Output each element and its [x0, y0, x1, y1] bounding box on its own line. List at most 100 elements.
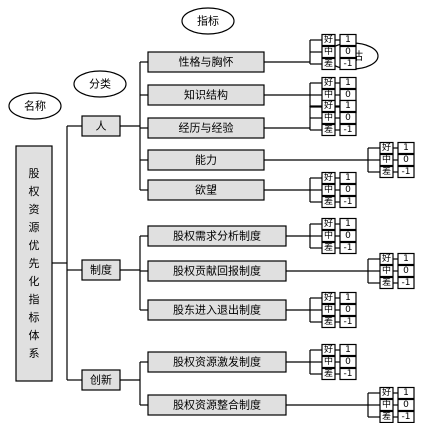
grade-label: 好	[324, 291, 333, 303]
score-label: 0	[345, 305, 351, 315]
score-label: 0	[345, 231, 351, 241]
grade-box	[321, 343, 336, 357]
grade-label: 好	[324, 343, 333, 355]
score-box	[339, 33, 357, 47]
score-box	[339, 291, 357, 305]
grade-box	[379, 141, 394, 155]
grade-label: 中	[382, 264, 391, 276]
grade-box	[379, 264, 394, 278]
grade-box	[379, 165, 394, 179]
score-label: -1	[344, 125, 353, 135]
score-box	[339, 217, 357, 231]
grade-box	[321, 33, 336, 47]
root-char: 先	[29, 257, 40, 270]
score-label: 1	[345, 345, 351, 355]
label-name-ellipse	[8, 92, 62, 120]
score-box	[397, 386, 415, 400]
grade-label: 差	[324, 123, 333, 135]
diagram-nodes: 名称分类指标评估股权资源优先化指标体系人性格与胸怀好1中0差-1知识结构好1中0…	[8, 7, 415, 423]
root-char: 标	[29, 310, 40, 324]
connector-lines	[52, 39, 398, 418]
score-label: 1	[403, 388, 409, 398]
score-box	[339, 195, 357, 209]
grade-box	[379, 252, 394, 266]
score-box	[339, 171, 357, 185]
score-label: 0	[403, 266, 409, 276]
indicator-box	[147, 179, 265, 201]
score-label: 1	[403, 143, 409, 153]
indicator-label: 知识结构	[184, 88, 228, 102]
score-label: 0	[403, 155, 409, 165]
grade-box	[321, 183, 336, 197]
score-label: 0	[403, 400, 409, 410]
grade-box	[379, 398, 394, 412]
score-box	[339, 355, 357, 369]
score-box	[339, 343, 357, 357]
grade-box	[321, 45, 336, 59]
indicator-label: 能力	[195, 153, 217, 167]
grade-box	[321, 217, 336, 231]
score-label: 0	[345, 357, 351, 367]
grade-box	[379, 386, 394, 400]
grade-label: 差	[324, 315, 333, 327]
grade-label: 好	[324, 171, 333, 183]
root-char: 优	[29, 239, 40, 252]
score-box	[397, 252, 415, 266]
score-label: -1	[344, 317, 353, 327]
score-label: 0	[345, 113, 351, 123]
root-char: 源	[29, 220, 40, 234]
indicator-label: 股东进入退出制度	[173, 303, 261, 317]
grade-label: 差	[324, 241, 333, 253]
grade-label: 差	[324, 367, 333, 379]
indicator-label: 股权需求分析制度	[173, 229, 261, 243]
score-box	[339, 76, 357, 90]
score-label: 1	[345, 101, 351, 111]
root-char: 指	[29, 292, 40, 306]
score-box	[397, 141, 415, 155]
score-box	[397, 165, 415, 179]
grade-box	[321, 171, 336, 185]
score-box	[339, 183, 357, 197]
grade-box	[321, 241, 336, 255]
indicator-box	[147, 51, 265, 73]
grade-label: 中	[324, 303, 333, 315]
grade-label: 中	[324, 111, 333, 123]
score-label: -1	[402, 412, 411, 422]
grade-box	[321, 57, 336, 71]
score-label: 0	[345, 47, 351, 57]
grade-label: 好	[382, 386, 391, 398]
grade-box	[321, 111, 336, 125]
grade-box	[321, 315, 336, 329]
grade-box	[321, 123, 336, 137]
indicator-box	[147, 149, 265, 171]
label-indicator-ellipse	[181, 7, 235, 35]
category-label: 创新	[90, 373, 112, 387]
label-indicator: 指标	[197, 14, 219, 28]
label-category: 分类	[89, 77, 111, 91]
score-label: 0	[345, 90, 351, 100]
root-char: 系	[29, 347, 40, 360]
grade-label: 差	[324, 57, 333, 69]
grade-box	[321, 99, 336, 113]
score-label: 1	[345, 293, 351, 303]
score-box	[339, 99, 357, 113]
grade-label: 中	[382, 153, 391, 165]
root-char: 股	[29, 167, 40, 180]
grade-box	[321, 76, 336, 90]
score-label: -1	[344, 197, 353, 207]
score-label: 1	[345, 173, 351, 183]
score-box	[339, 45, 357, 59]
indicator-label: 欲望	[195, 183, 217, 197]
category-box	[81, 115, 121, 137]
score-label: -1	[344, 369, 353, 379]
score-label: -1	[344, 243, 353, 253]
root-char: 化	[29, 274, 40, 288]
indicator-label: 性格与胸怀	[179, 55, 234, 69]
score-box	[339, 315, 357, 329]
indicator-label: 经历与经验	[179, 121, 234, 135]
score-box	[339, 111, 357, 125]
grade-label: 好	[324, 33, 333, 45]
category-box	[81, 369, 121, 391]
grade-label: 中	[382, 398, 391, 410]
